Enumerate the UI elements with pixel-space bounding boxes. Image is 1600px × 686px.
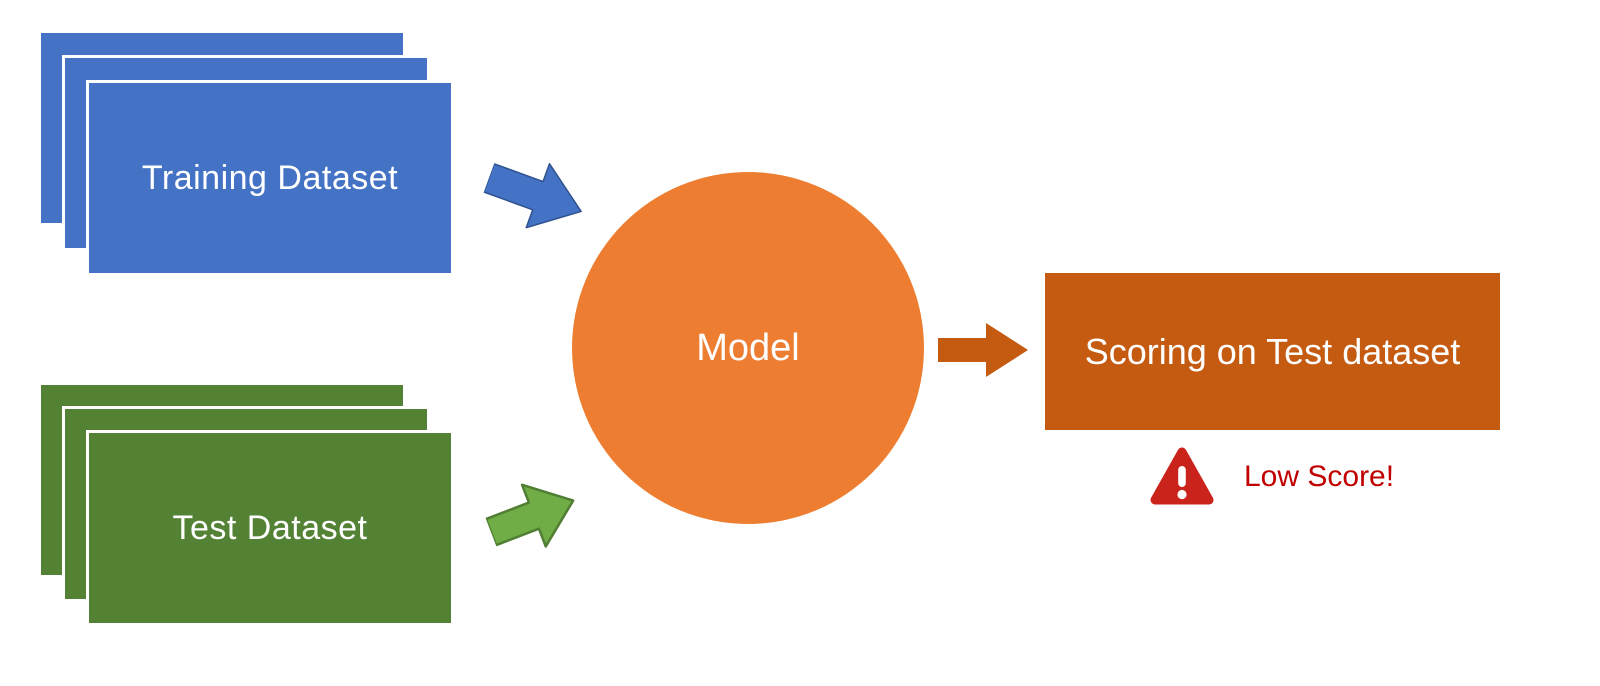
training-to-model-arrow-icon xyxy=(483,162,582,229)
scoring-node: Scoring on Test dataset xyxy=(1045,273,1500,430)
warning-label: Low Score! xyxy=(1244,460,1395,493)
warning-row: Low Score! xyxy=(1150,446,1394,508)
model-node: Model xyxy=(572,172,924,524)
warning-triangle-icon xyxy=(1150,447,1214,505)
scoring-label: Scoring on Test dataset xyxy=(1084,330,1461,372)
model-label: Model xyxy=(696,326,800,369)
training-dataset-card-front xyxy=(86,80,454,276)
model-to-scoring-arrow-icon xyxy=(938,323,1028,377)
test-to-model-arrow-icon xyxy=(484,483,575,548)
test-dataset-card-front xyxy=(86,430,454,626)
